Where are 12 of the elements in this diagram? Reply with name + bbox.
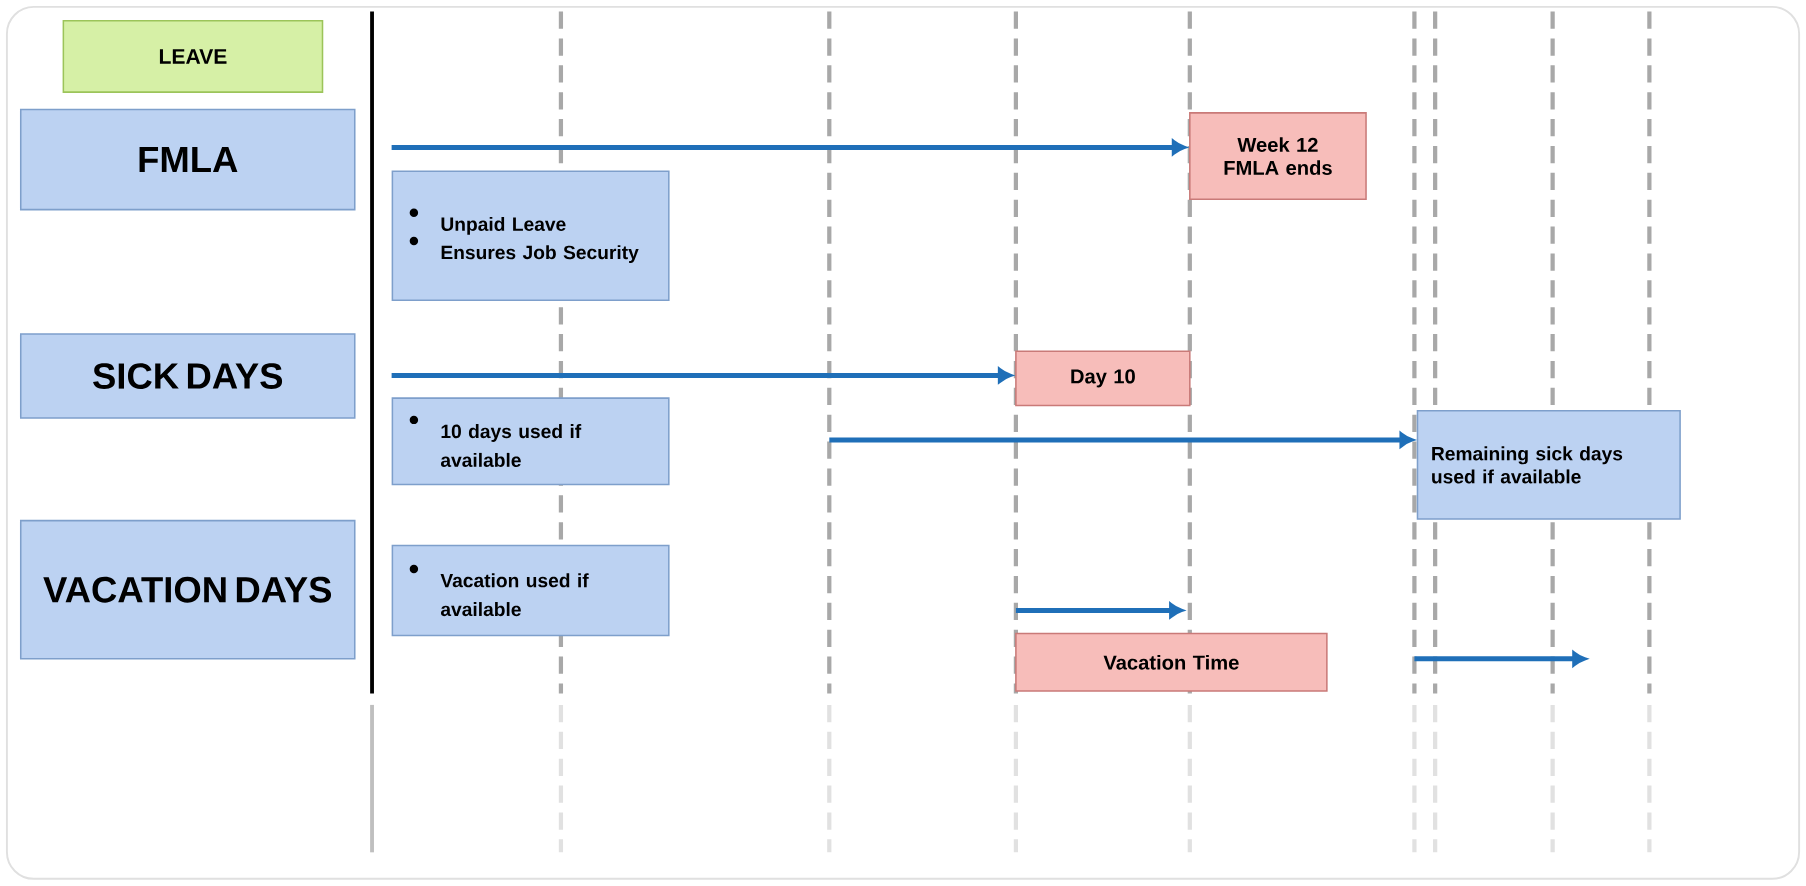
label-box: SICK DAYS [19,333,356,419]
label-box: Vacation used if available [391,544,670,637]
label-box: Unpaid Leave Ensures Job Security [391,170,670,302]
milestone-box: Day 10 [1015,350,1191,407]
milestone-box: Vacation Time [1015,632,1328,692]
arrow [829,432,1414,448]
label-box: Remaining sick days used if available [1416,410,1681,520]
label-box: VACATION DAYS [19,520,356,660]
header-box: LEAVE [62,20,324,94]
label-box: 10 days used if available [391,397,670,486]
label-box: FMLA [19,108,356,211]
milestone-box: Week 12 FMLA ends [1189,112,1367,201]
